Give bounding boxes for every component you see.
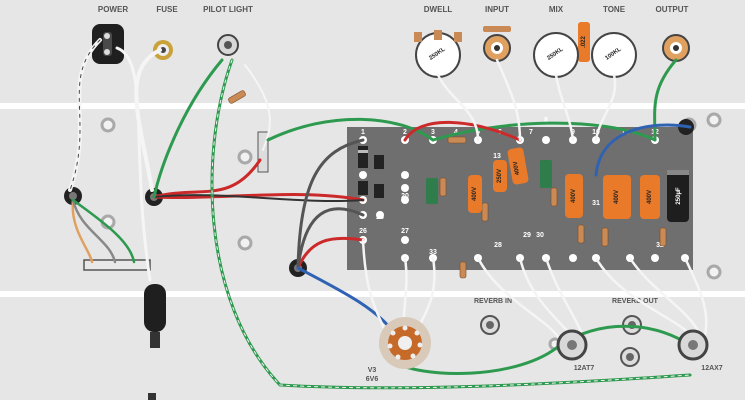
- num-33: 33: [429, 249, 437, 256]
- num-10: 10: [592, 129, 600, 136]
- wires: [68, 38, 708, 390]
- electrolytic-label: 250µF: [676, 187, 682, 204]
- tube-v3-socket: [379, 317, 431, 369]
- num-28: 28: [494, 242, 502, 249]
- pilot-light: [217, 34, 239, 56]
- input-jack: [483, 26, 511, 62]
- label-fuse: FUSE: [156, 5, 178, 14]
- num-8: 8: [544, 117, 548, 124]
- cap-c3-label: 400V: [513, 161, 521, 176]
- num-1: 1: [361, 129, 365, 136]
- electrolytic-cap: 250µF: [667, 170, 689, 222]
- num-30: 30: [536, 232, 544, 239]
- tube-v1-socket: [556, 329, 588, 361]
- tube-v2-socket: [677, 329, 709, 361]
- num-2: 2: [403, 129, 407, 136]
- tube-v2-label: 12AX7: [701, 365, 723, 372]
- fuse-holder: [153, 40, 173, 60]
- num-20: 20: [401, 193, 409, 200]
- output-jack: [662, 34, 690, 62]
- label-pilot-light: PILOT LIGHT: [203, 5, 253, 14]
- pot-tone: 100KL: [591, 32, 637, 78]
- terminal-strip: [83, 259, 151, 271]
- num-16: 16: [401, 173, 409, 180]
- cap-c4-label: 400V: [571, 189, 577, 203]
- label-dwell: DWELL: [424, 5, 453, 14]
- num-26: 26: [359, 228, 367, 235]
- pot-dwell: 250KL: [414, 30, 462, 78]
- diodes: [358, 146, 384, 198]
- reverb-in-jack: [480, 315, 500, 335]
- tube-v3-type: 6V6: [366, 376, 379, 383]
- num-31: 31: [592, 200, 600, 207]
- power-switch: [92, 24, 124, 64]
- num-3: 3: [431, 129, 435, 136]
- cap-c5-label: 400V: [614, 190, 620, 204]
- label-reverb-in: REVERB IN: [474, 298, 512, 305]
- power-cord-capsule: [144, 284, 166, 348]
- num-27: 27: [401, 228, 409, 235]
- orange-caps: 400V 250V 400V 400V 400V 400V .022: [468, 22, 660, 219]
- cord-stub: [148, 393, 156, 400]
- mix-cap-label: .022: [581, 36, 587, 48]
- num-29: 29: [523, 232, 531, 239]
- num-13: 13: [493, 153, 501, 160]
- cap-c6-label: 400V: [647, 190, 653, 204]
- tube-v3-name: V3: [368, 367, 377, 374]
- label-tone: TONE: [603, 5, 626, 14]
- num-7: 7: [529, 129, 533, 136]
- label-output: OUTPUT: [656, 5, 689, 14]
- num-25: 25: [376, 214, 384, 221]
- lamp-bracket: [257, 131, 269, 173]
- green-caps: [426, 160, 552, 204]
- bottom-panel: [0, 297, 745, 400]
- label-mix: MIX: [549, 5, 564, 14]
- screw-holes: [100, 112, 722, 351]
- cap-c1-label: 400V: [472, 187, 478, 201]
- label-input: INPUT: [485, 5, 509, 14]
- num-32: 32: [656, 242, 664, 249]
- tube-v1-label: 12AT7: [574, 365, 595, 372]
- label-power: POWER: [98, 5, 128, 14]
- pot-mix: 250KL: [533, 32, 579, 78]
- cap-c2-label: 250V: [497, 169, 503, 183]
- resistors: [228, 90, 667, 279]
- label-reverb-out: REVERB OUT: [612, 298, 659, 305]
